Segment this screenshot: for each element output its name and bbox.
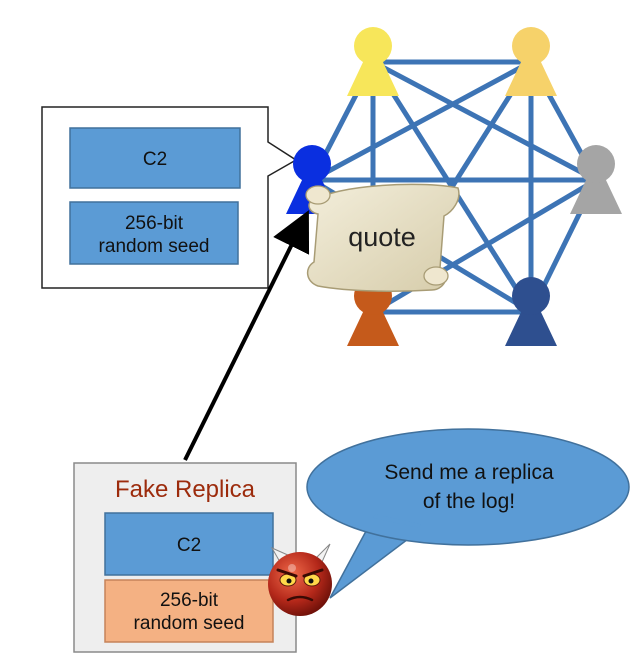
speech-bubble-body: [306, 428, 630, 546]
callout-panel: C2 256-bit random seed: [41, 106, 298, 289]
edge-yellow-right-blue: [310, 59, 533, 183]
fake-replica-title: Fake Replica: [115, 476, 256, 503]
devil-icon: [268, 543, 332, 616]
fake-c2-label: C2: [177, 535, 201, 556]
quote-scroll: quote: [305, 183, 460, 292]
callout-c2-label: C2: [143, 149, 167, 170]
person-gray-icon: [570, 145, 622, 214]
person-yellow-left-icon: [347, 27, 399, 96]
fake-seed-label-line2: random seed: [134, 613, 245, 634]
callout-seed-label-line1: 256-bit: [125, 213, 184, 234]
scroll-bottom-curl: [423, 266, 449, 286]
person-yellow-right-icon: [505, 27, 557, 96]
callout-c2-box: [69, 127, 241, 189]
fake-replica-panel: Fake Replica C2 256-bit random seed: [73, 462, 297, 653]
network-nodes: [286, 27, 622, 346]
edge-yellow-left-gray: [371, 59, 598, 183]
attestation-arrow: [183, 210, 310, 461]
speech-bubble-line1: Send me a replica: [384, 461, 554, 484]
scroll-body: [306, 183, 460, 292]
callout-seed-label-line2: random seed: [99, 236, 210, 257]
person-navy-icon: [505, 277, 557, 346]
quote-label: quote: [348, 222, 416, 252]
fake-seed-box: [104, 579, 274, 643]
fake-c2-box: [104, 512, 274, 576]
callout-seed-box: [69, 201, 239, 265]
fake-seed-label-line1: 256-bit: [160, 590, 219, 611]
speech-bubble: Send me a replica of the log!: [306, 428, 630, 599]
scroll-top-curl: [305, 185, 331, 205]
speech-bubble-line2: of the log!: [423, 490, 515, 513]
